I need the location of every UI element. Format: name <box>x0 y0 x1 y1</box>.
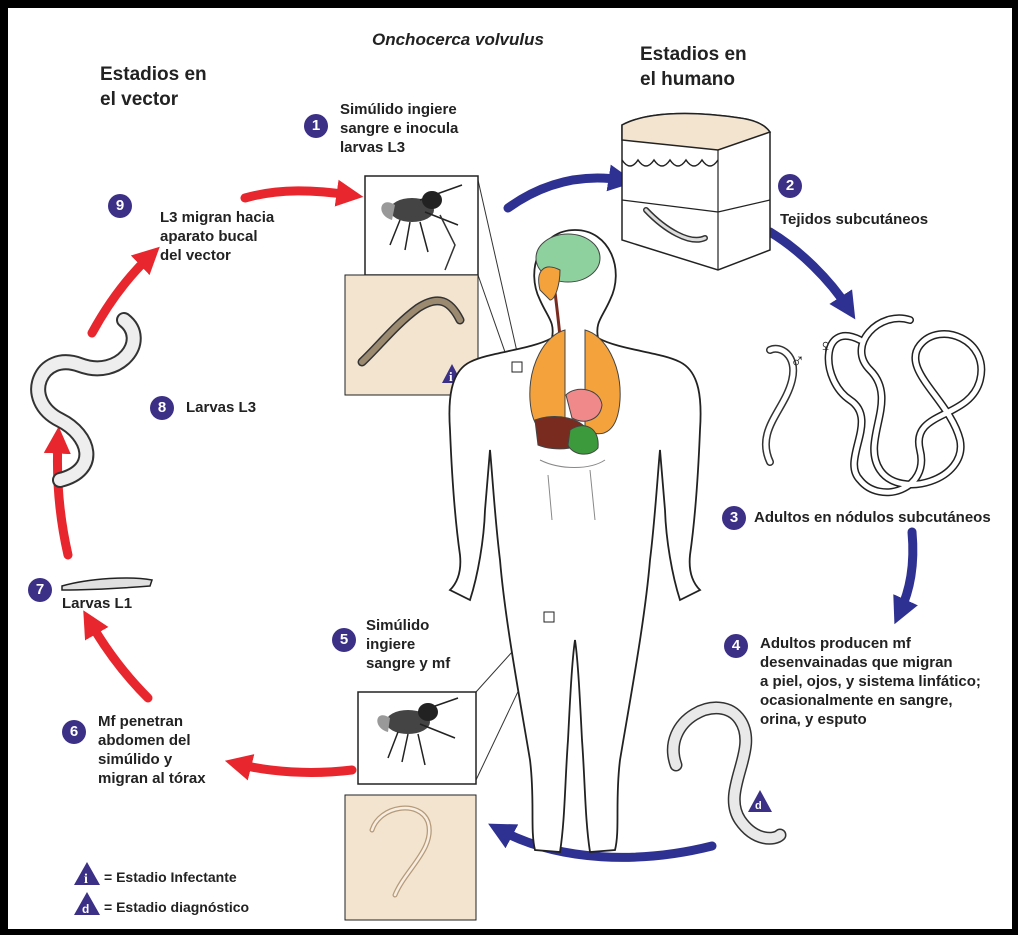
arrow-5-to-6 <box>238 764 352 772</box>
step-9-label: L3 migran hacia aparato bucal del vector <box>160 208 274 265</box>
female-symbol: ♀ <box>818 338 833 357</box>
adult-worms <box>766 318 981 492</box>
inset-fly-5 <box>358 692 476 784</box>
inset-fly-1 <box>365 176 478 275</box>
heading-vector-stages: Estadios en el vector <box>100 62 207 112</box>
legend-symbols: i d <box>74 862 100 916</box>
step-3-label: Adultos en nódulos subcutáneos <box>754 508 991 527</box>
inset-microfilaria-5 <box>345 795 476 920</box>
legend-diagnostic-stage: = Estadio diagnóstico <box>104 898 249 917</box>
arrow-9-to-1 <box>245 191 350 198</box>
step-6-number: 6 <box>62 720 86 744</box>
heading-human-stages: Estadios en el humano <box>640 42 747 92</box>
step-8-number: 8 <box>150 396 174 420</box>
male-symbol: ♂ <box>790 352 805 371</box>
skin-tissue-block <box>622 114 770 270</box>
arrow-3-to-4 <box>900 532 913 612</box>
diagram-title: Onchocerca volvulus <box>372 30 544 50</box>
step-4-label: Adultos producen mf desenvainadas que mi… <box>760 634 981 729</box>
arrow-6-to-7 <box>90 622 148 698</box>
step-9-number: 9 <box>108 194 132 218</box>
step-4-number: 4 <box>724 634 748 658</box>
step-5-label: Simúlido ingiere sangre y mf <box>366 616 450 673</box>
step-3-number: 3 <box>722 506 746 530</box>
step-1-label: Simúlido ingiere sangre e inocula larvas… <box>340 100 458 157</box>
svg-text:d: d <box>755 800 762 812</box>
larvae-l3 <box>38 320 134 480</box>
svg-text:d: d <box>82 902 89 916</box>
step-1-number: 1 <box>304 114 328 138</box>
larvae-l1 <box>62 578 152 590</box>
svg-text:i: i <box>84 872 88 887</box>
step-7-number: 7 <box>28 578 52 602</box>
step-2-number: 2 <box>778 174 802 198</box>
svg-text:i: i <box>449 369 453 384</box>
arrow-7-to-8 <box>57 440 68 555</box>
step-2-label: Tejidos subcutáneos <box>780 210 928 229</box>
step-7-label: Larvas L1 <box>62 594 132 613</box>
arrow-2-to-3 <box>770 232 848 308</box>
step-6-label: Mf penetran abdomen del simúlido y migra… <box>98 712 206 788</box>
step-5-number: 5 <box>332 628 356 652</box>
human-figure <box>449 230 700 852</box>
legend-infective-stage: = Estadio Infectante <box>104 868 237 887</box>
step-8-label: Larvas L3 <box>186 398 256 417</box>
arrow-1-to-2 <box>508 178 622 208</box>
